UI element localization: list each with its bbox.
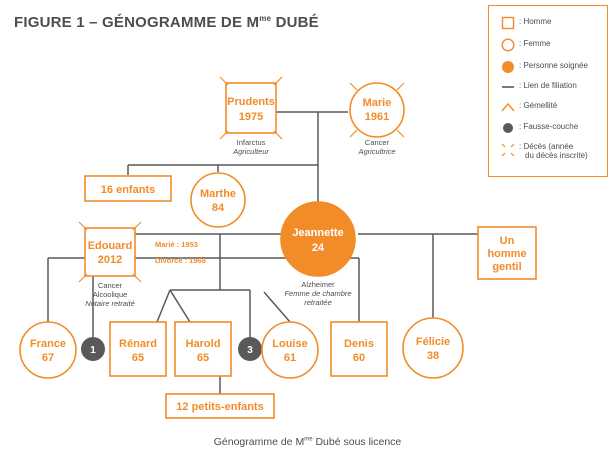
caption-text: Génogramme de M bbox=[213, 436, 305, 448]
person-edouard: Edouard 2012 Cancer Alcoolique Notaire r… bbox=[78, 221, 142, 308]
france-age: 67 bbox=[42, 352, 54, 364]
felicie-age: 38 bbox=[427, 350, 439, 362]
figure-title: FIGURE 1 – GÉNOGRAMME DE Mme DUBÉ bbox=[14, 14, 319, 31]
miscarriage-3-label: 3 bbox=[247, 345, 253, 356]
legend-label: : Lien de filiation bbox=[519, 81, 577, 90]
edouard-year: 2012 bbox=[98, 254, 122, 266]
edouard-job: Notaire retraité bbox=[85, 299, 135, 308]
jeannette-job: Femme de chambre bbox=[284, 289, 351, 298]
siblings-label: 16 enfants bbox=[101, 184, 155, 196]
person-felicie: Félicie 38 bbox=[402, 317, 464, 379]
prudents-job: Agriculteur bbox=[232, 147, 269, 156]
title-text: FIGURE 1 – GÉNOGRAMME DE M bbox=[14, 14, 260, 31]
marie-job: Agricultrice bbox=[357, 147, 395, 156]
legend-label-line2: du décès inscrite) bbox=[525, 151, 588, 160]
person-france: France 67 bbox=[19, 321, 77, 379]
edouard-name: Edouard bbox=[88, 240, 133, 252]
prudents-cause: Infarctus bbox=[237, 138, 266, 147]
siblings-box: 16 enfants bbox=[84, 175, 172, 202]
legend-label-line1: : Décès (année bbox=[519, 142, 574, 151]
renard-age: 65 bbox=[132, 352, 144, 364]
gentil-line3: gentil bbox=[492, 261, 521, 273]
caption-superscript: me bbox=[304, 436, 313, 443]
louise-name: Louise bbox=[272, 338, 307, 350]
marie-cause: Cancer bbox=[365, 138, 390, 147]
marie-name: Marie bbox=[363, 97, 392, 109]
louise-age: 61 bbox=[284, 352, 296, 364]
death-marks bbox=[219, 76, 283, 140]
legend-item-filiation: : Lien de filiation bbox=[489, 80, 607, 94]
person-denis: Denis 60 bbox=[330, 321, 388, 377]
square-icon bbox=[501, 16, 515, 30]
marthe-name: Marthe bbox=[200, 188, 236, 200]
harold-age: 65 bbox=[197, 352, 209, 364]
prudents-year: 1975 bbox=[239, 111, 263, 123]
filled-circle-icon bbox=[502, 61, 514, 73]
marie-year: 1961 bbox=[365, 111, 389, 123]
legend-label: : Fausse-couche bbox=[519, 122, 579, 131]
x-marks-icon bbox=[501, 143, 515, 157]
person-jeannette: Jeannette 24 Alzheimer Femme de chambre … bbox=[280, 201, 356, 307]
edouard-cause: Cancer bbox=[98, 281, 123, 290]
title-superscript: me bbox=[259, 14, 272, 23]
gentil-line2: homme bbox=[487, 248, 526, 260]
harold-name: Harold bbox=[186, 338, 221, 350]
death-marks bbox=[349, 82, 405, 138]
person-marie: Marie 1961 Cancer Agricultrice bbox=[349, 82, 405, 156]
title-tail: DUBÉ bbox=[271, 14, 319, 31]
denis-name: Denis bbox=[344, 338, 374, 350]
legend-item-personne-soignee: : Personne soignée bbox=[489, 60, 607, 74]
jeannette-cause: Alzheimer bbox=[301, 280, 335, 289]
renard-name: Rénard bbox=[119, 338, 157, 350]
figure-caption: Génogramme de Mme Dubé sous licence bbox=[0, 436, 615, 448]
denis-age: 60 bbox=[353, 352, 365, 364]
jeannette-job2: retraitée bbox=[304, 298, 332, 307]
person-gentil: Un homme gentil bbox=[477, 226, 537, 280]
chevron-icon bbox=[501, 102, 515, 112]
legend-label: : Personne soignée bbox=[519, 61, 588, 70]
felicie-name: Félicie bbox=[416, 336, 450, 348]
miscarriage-1-label: 1 bbox=[90, 345, 96, 356]
person-louise: Louise 61 bbox=[261, 321, 319, 379]
filiation-lines bbox=[47, 111, 478, 394]
grandchildren-label: 12 petits-enfants bbox=[176, 401, 263, 413]
caption-tail: Dubé sous licence bbox=[312, 436, 402, 448]
married-label: Marié : 1953 bbox=[155, 240, 198, 249]
death-marks bbox=[78, 221, 142, 283]
jeannette-name: Jeannette bbox=[292, 227, 343, 239]
dark-dot-icon bbox=[503, 123, 513, 133]
legend-label: : Gémellité bbox=[519, 101, 558, 110]
miscarriage-3: 3 bbox=[238, 337, 262, 361]
legend-item-gemellite: : Gémellité bbox=[489, 100, 607, 114]
jeannette-age: 24 bbox=[312, 242, 325, 254]
person-prudents: Prudents 1975 Infarctus Agriculteur bbox=[219, 76, 283, 156]
grandchildren-box: 12 petits-enfants bbox=[165, 393, 275, 419]
divorced-label: Divorcé : 1968 bbox=[155, 256, 206, 265]
legend: : Homme : Femme : Personne soignée : Lie… bbox=[488, 5, 608, 177]
gentil-line1: Un bbox=[500, 235, 515, 247]
legend-item-fausse-couche: : Fausse-couche bbox=[489, 121, 607, 135]
legend-label: : Homme bbox=[519, 17, 552, 26]
legend-label: : Femme bbox=[519, 39, 551, 48]
legend-item-femme: : Femme bbox=[489, 38, 607, 52]
edouard-cause2: Alcoolique bbox=[93, 290, 128, 299]
prudents-name: Prudents bbox=[227, 96, 275, 108]
france-name: France bbox=[30, 338, 66, 350]
marthe-age: 84 bbox=[212, 202, 225, 214]
legend-item-homme: : Homme bbox=[489, 16, 607, 30]
person-renard: Rénard 65 bbox=[109, 321, 167, 377]
miscarriage-1: 1 bbox=[81, 337, 105, 361]
person-harold: Harold 65 bbox=[174, 321, 232, 377]
line-icon bbox=[502, 86, 514, 88]
person-marthe: Marthe 84 bbox=[190, 172, 246, 228]
circle-icon bbox=[501, 38, 515, 52]
